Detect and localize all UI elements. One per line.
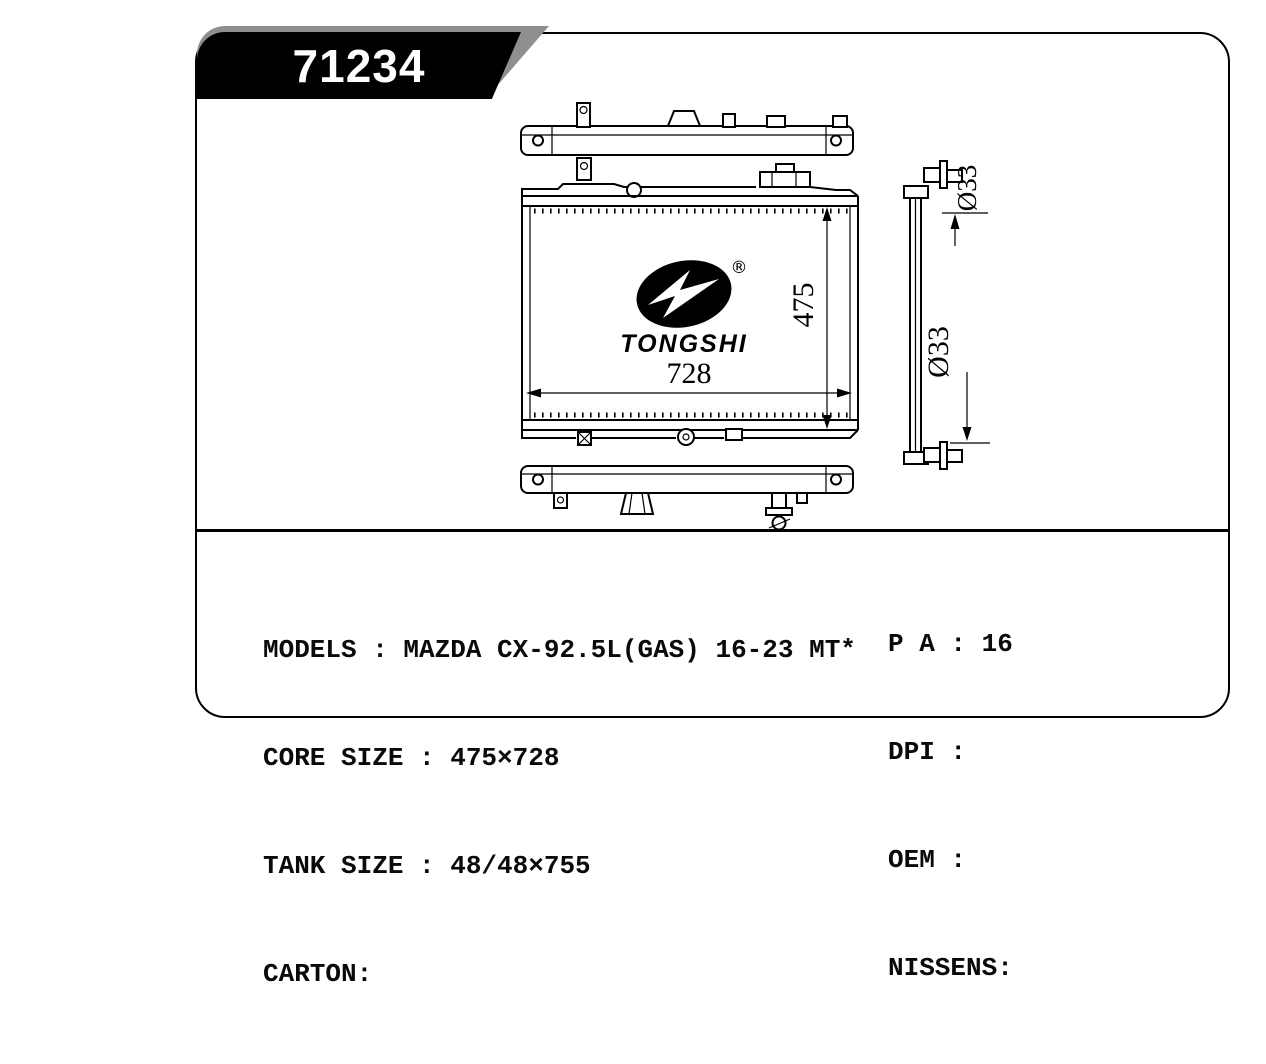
core-height-label: 475 — [787, 283, 820, 328]
logo-bolt-icon — [648, 270, 719, 318]
part-number-badge: 71234 — [197, 32, 521, 99]
top-pipe-diameter-label: Ø33 — [952, 165, 982, 212]
dimension-top-pipe: Ø33 — [942, 165, 988, 246]
radiator-side-view — [903, 160, 963, 470]
top-tank-view — [520, 102, 854, 156]
section-divider — [196, 529, 1230, 532]
registered-trademark-symbol: ® — [731, 258, 748, 278]
spec-carton: CARTON: — [263, 959, 373, 989]
core-width-label: 728 — [667, 357, 712, 390]
spec-tank-size: TANK SIZE : 48/48×755 — [263, 851, 591, 881]
tongshi-logo: ® TONGSHI — [620, 258, 748, 358]
dimension-core-height: 475 — [787, 207, 832, 429]
spec-dpi: DPI : — [888, 737, 967, 767]
specs-right-column: P A : 16 DPI : OEM : NISSENS: — [888, 554, 1013, 1058]
radiator-core-front-view — [521, 157, 859, 446]
spec-pa: P A : 16 — [888, 629, 1013, 659]
radiator-technical-drawing: 728 475 — [520, 102, 990, 531]
bottom-pipe-diameter-label: Ø33 — [922, 326, 955, 378]
dimension-core-width: 728 — [526, 357, 852, 398]
spec-sheet-page: 728 475 — [195, 26, 1230, 989]
bottom-tank-view — [520, 465, 854, 531]
spec-nissens: NISSENS: — [888, 953, 1013, 983]
dimension-bottom-pipe: Ø33 — [922, 326, 990, 444]
spec-models: MODELS : MAZDA CX-92.5L(GAS) 16-23 MT* — [263, 635, 856, 665]
brand-name: TONGSHI — [620, 330, 747, 358]
spec-core-size: CORE SIZE : 475×728 — [263, 743, 560, 773]
part-number: 71234 — [292, 39, 426, 92]
spec-oem: OEM : — [888, 845, 967, 875]
specs-left-column: MODELS : MAZDA CX-92.5L(GAS) 16-23 MT* C… — [263, 560, 856, 1064]
